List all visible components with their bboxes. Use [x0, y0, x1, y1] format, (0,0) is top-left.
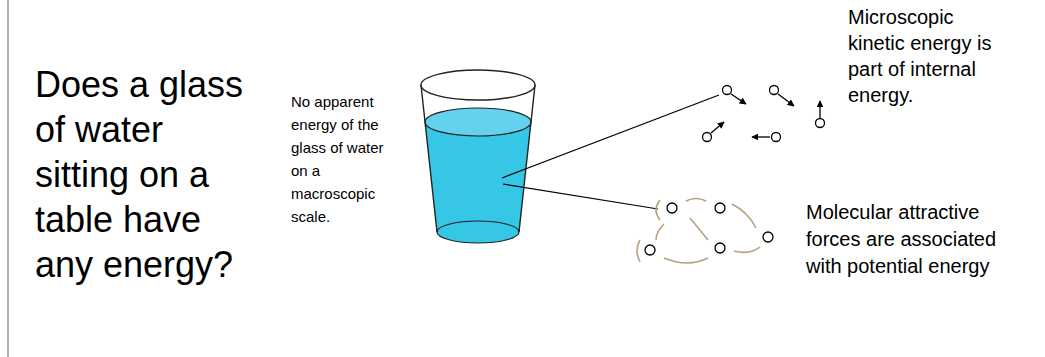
kinetic-energy-note: Microscopic kinetic energy is part of in… — [848, 4, 998, 108]
attraction-arc — [637, 240, 640, 262]
molecule — [723, 86, 732, 95]
glass-rim — [421, 70, 535, 100]
molecule — [816, 119, 825, 128]
page-rule — [7, 0, 9, 357]
molecule — [715, 203, 725, 213]
water-surface — [425, 108, 531, 136]
water-body — [425, 122, 531, 243]
molecule — [667, 203, 677, 213]
leader-line — [503, 184, 658, 209]
velocity-arrow — [752, 136, 770, 137]
molecule — [703, 133, 712, 142]
potential-energy-note: Molecular attractive forces are associat… — [806, 199, 1021, 280]
glass-of-water — [421, 70, 535, 243]
velocity-arrow — [711, 122, 724, 133]
molecule — [770, 86, 779, 95]
question-title: Does a glass of water sitting on a table… — [35, 62, 263, 287]
velocity-arrow — [731, 94, 746, 104]
molecule — [715, 243, 725, 253]
molecule — [645, 245, 655, 255]
attraction-arcs — [637, 199, 760, 264]
molecule — [763, 232, 773, 242]
bound-molecules — [637, 199, 773, 264]
attraction-arc — [734, 247, 760, 252]
attraction-arc — [656, 200, 660, 220]
glass-side — [421, 85, 437, 232]
glass-side — [519, 85, 535, 232]
attraction-arc — [732, 204, 756, 228]
glass-note: No apparent energy of the glass of water… — [291, 90, 391, 228]
velocity-arrow — [819, 101, 820, 118]
glass-bottom — [437, 221, 519, 243]
attraction-arc — [656, 224, 664, 240]
moving-molecules — [703, 86, 825, 142]
attraction-arc — [664, 258, 708, 263]
leader-line — [502, 95, 719, 178]
attraction-arc — [686, 199, 706, 202]
molecule — [772, 133, 781, 142]
attraction-arc — [690, 218, 708, 240]
velocity-arrow — [778, 94, 794, 106]
